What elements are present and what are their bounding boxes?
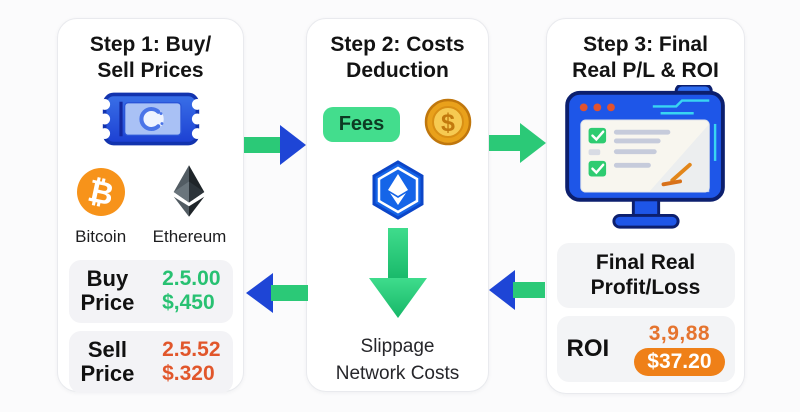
svg-text:$: $ (441, 109, 455, 137)
right-arrow-icon-step2-to-step3 (489, 119, 546, 172)
panel-step3: Step 3: Final Real P/L & ROI (546, 18, 745, 394)
roi-value-badge: $37.20 (634, 347, 725, 376)
ethereum-label: Ethereum (152, 227, 227, 247)
sell-price-label: Sell Price (80, 336, 135, 386)
dollar-coin-icon: $ (424, 98, 472, 151)
step2-title-line1: Step 2: Costs (330, 33, 465, 56)
left-arrow-icon-step2-to-step1 (246, 269, 308, 322)
step1-title-line2: Sell Prices (97, 58, 204, 82)
panel-step2: Step 2: Costs Deduction Fees $ (306, 18, 489, 392)
ticket-icon (98, 88, 203, 155)
step3-title-line1: Step 3: Final (583, 33, 708, 56)
right-arrow-icon-step1-to-step2 (244, 121, 306, 174)
left-arrow-icon-step3-to-step2 (489, 266, 545, 319)
panel-step1: Step 1: Buy/ Sell Prices (57, 18, 244, 393)
fees-badge: Fees (322, 107, 401, 143)
buy-price-value: 2.5.00 $,450 (162, 267, 221, 315)
result-line2: Profit/Loss (590, 276, 701, 300)
step3-title: Step 3: Final Real P/L & ROI (572, 32, 719, 83)
step1-title: Step 1: Buy/ Sell Prices (90, 32, 211, 83)
monitor-icon (562, 83, 730, 236)
roi-values: 3,9,88 $37.20 (634, 321, 725, 376)
sell-price-row: Sell Price 2.5.52 $.320 (68, 330, 233, 393)
buy-price-label: Buy Price (80, 266, 135, 316)
costs-line1: Slippage (360, 336, 435, 358)
step1-title-line1: Step 1: Buy/ (89, 33, 212, 56)
ethereum-item: Ethereum (152, 164, 227, 247)
asset-icons-row: ₿ Bitcoin Ethereum (75, 164, 227, 247)
result-line1: Final Real (595, 251, 696, 275)
down-arrow-icon (367, 228, 429, 327)
bitcoin-icon: ₿ (75, 166, 127, 223)
bitcoin-label: Bitcoin (75, 227, 127, 247)
step2-title: Step 2: Costs Deduction (330, 32, 464, 83)
step3-title-line2: Real P/L & ROI (572, 58, 719, 82)
costs-text: Slippage Network Costs (336, 334, 460, 387)
costs-line2: Network Costs (335, 362, 460, 384)
bitcoin-item: ₿ Bitcoin (75, 166, 127, 247)
final-profit-loss-box: Final Real Profit/Loss (556, 243, 735, 308)
ethereum-icon (168, 164, 210, 223)
sell-price-value: 2.5.52 $.320 (162, 337, 221, 385)
roi-label: ROI (566, 334, 610, 362)
fees-row: Fees $ (322, 98, 473, 151)
roi-value-top: 3,9,88 (648, 321, 711, 345)
eth-hexagon-icon (370, 160, 426, 225)
roi-row: ROI 3,9,88 $37.20 (556, 315, 735, 382)
step2-title-line2: Deduction (346, 58, 449, 82)
buy-price-row: Buy Price 2.5.00 $,450 (68, 260, 233, 323)
